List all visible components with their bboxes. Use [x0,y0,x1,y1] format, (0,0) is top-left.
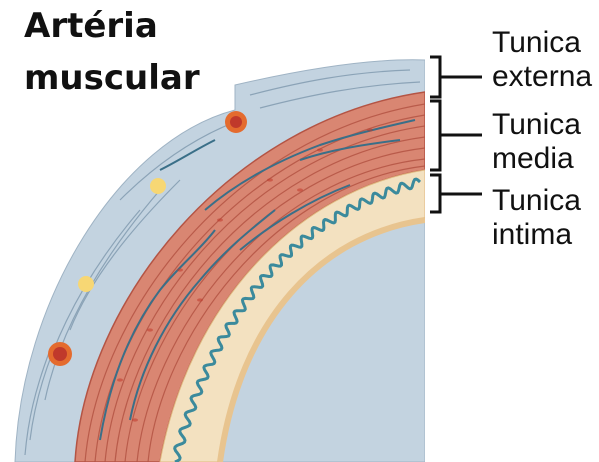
label-media-line1: Tunica [492,108,581,142]
label-externa-line2: externa [492,60,592,94]
label-externa-line1: Tunica [492,26,581,60]
label-intima-line1: Tunica [492,184,581,218]
diagram-title-line-1: Artéria [24,6,158,46]
label-intima-line2: intima [492,218,572,252]
brackets [430,57,482,212]
label-media-line2: media [492,142,574,176]
diagram-title-line-2: muscular [24,58,200,98]
bracket-media [430,101,482,170]
bracket-externa [430,57,482,97]
bracket-intima [430,175,482,212]
